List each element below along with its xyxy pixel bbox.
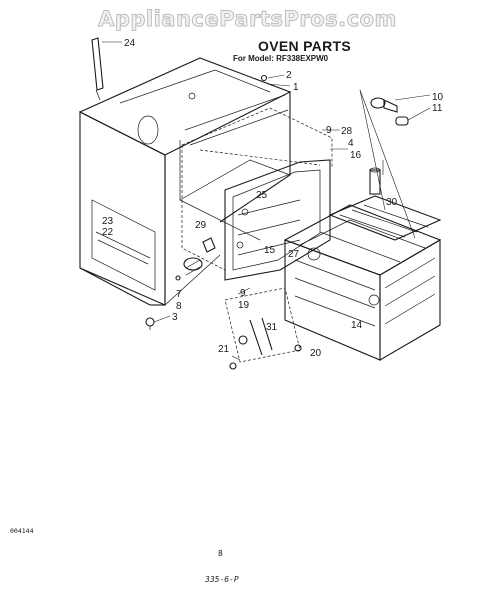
callout-30: 30 (386, 197, 398, 208)
part-29-bracket (202, 237, 216, 253)
part-15-door-frame (224, 159, 331, 281)
part-19-31-21-lower-assembly (224, 287, 302, 370)
part-7-8-3-fasteners (145, 257, 203, 330)
part-24-element (91, 37, 122, 101)
callout-29: 29 (195, 220, 207, 231)
callout-7: 7 (176, 289, 182, 300)
callout-21: 21 (218, 344, 230, 355)
callout-28: 28 (341, 126, 353, 137)
callout-1: 1 (293, 82, 299, 93)
callout-19: 19 (238, 300, 250, 311)
callout-24: 24 (124, 38, 136, 49)
model-line: For Model: RF338EXPW0 (233, 54, 329, 63)
callout-11: 11 (432, 103, 443, 114)
callout-22: 22 (102, 227, 114, 238)
part-14-rack-cavity (283, 204, 442, 361)
callout-14: 14 (351, 320, 363, 331)
callout-25: 25 (256, 190, 268, 201)
part-2-screw (260, 74, 291, 87)
callout-2: 2 (286, 70, 292, 81)
callout-23: 23 (102, 216, 114, 227)
callout-31: 31 (266, 322, 278, 333)
callout-27: 27 (288, 249, 300, 260)
callout-4: 4 (348, 138, 354, 149)
diagram-title: OVEN PARTS (258, 38, 351, 54)
callout-15: 15 (264, 245, 276, 256)
part-16-light-socket (369, 160, 384, 195)
oven-cabinet (78, 57, 292, 306)
callout-16: 16 (350, 150, 362, 161)
callout-10: 10 (432, 92, 444, 103)
callout-20: 20 (310, 348, 322, 359)
footer-page-number: 8 (218, 549, 223, 558)
callout-9-upper: 9 (326, 125, 332, 136)
callout-3: 3 (172, 312, 178, 323)
part-30-rack (328, 195, 442, 241)
footer-code: 004144 (10, 527, 34, 535)
watermark: AppliancePartsPros.com (98, 7, 397, 32)
callout-8: 8 (176, 301, 182, 312)
callout-9-lower: 9 (240, 288, 246, 299)
part-10-11-bulb (359, 89, 431, 239)
footer-ref: 335-6-P (205, 575, 239, 584)
